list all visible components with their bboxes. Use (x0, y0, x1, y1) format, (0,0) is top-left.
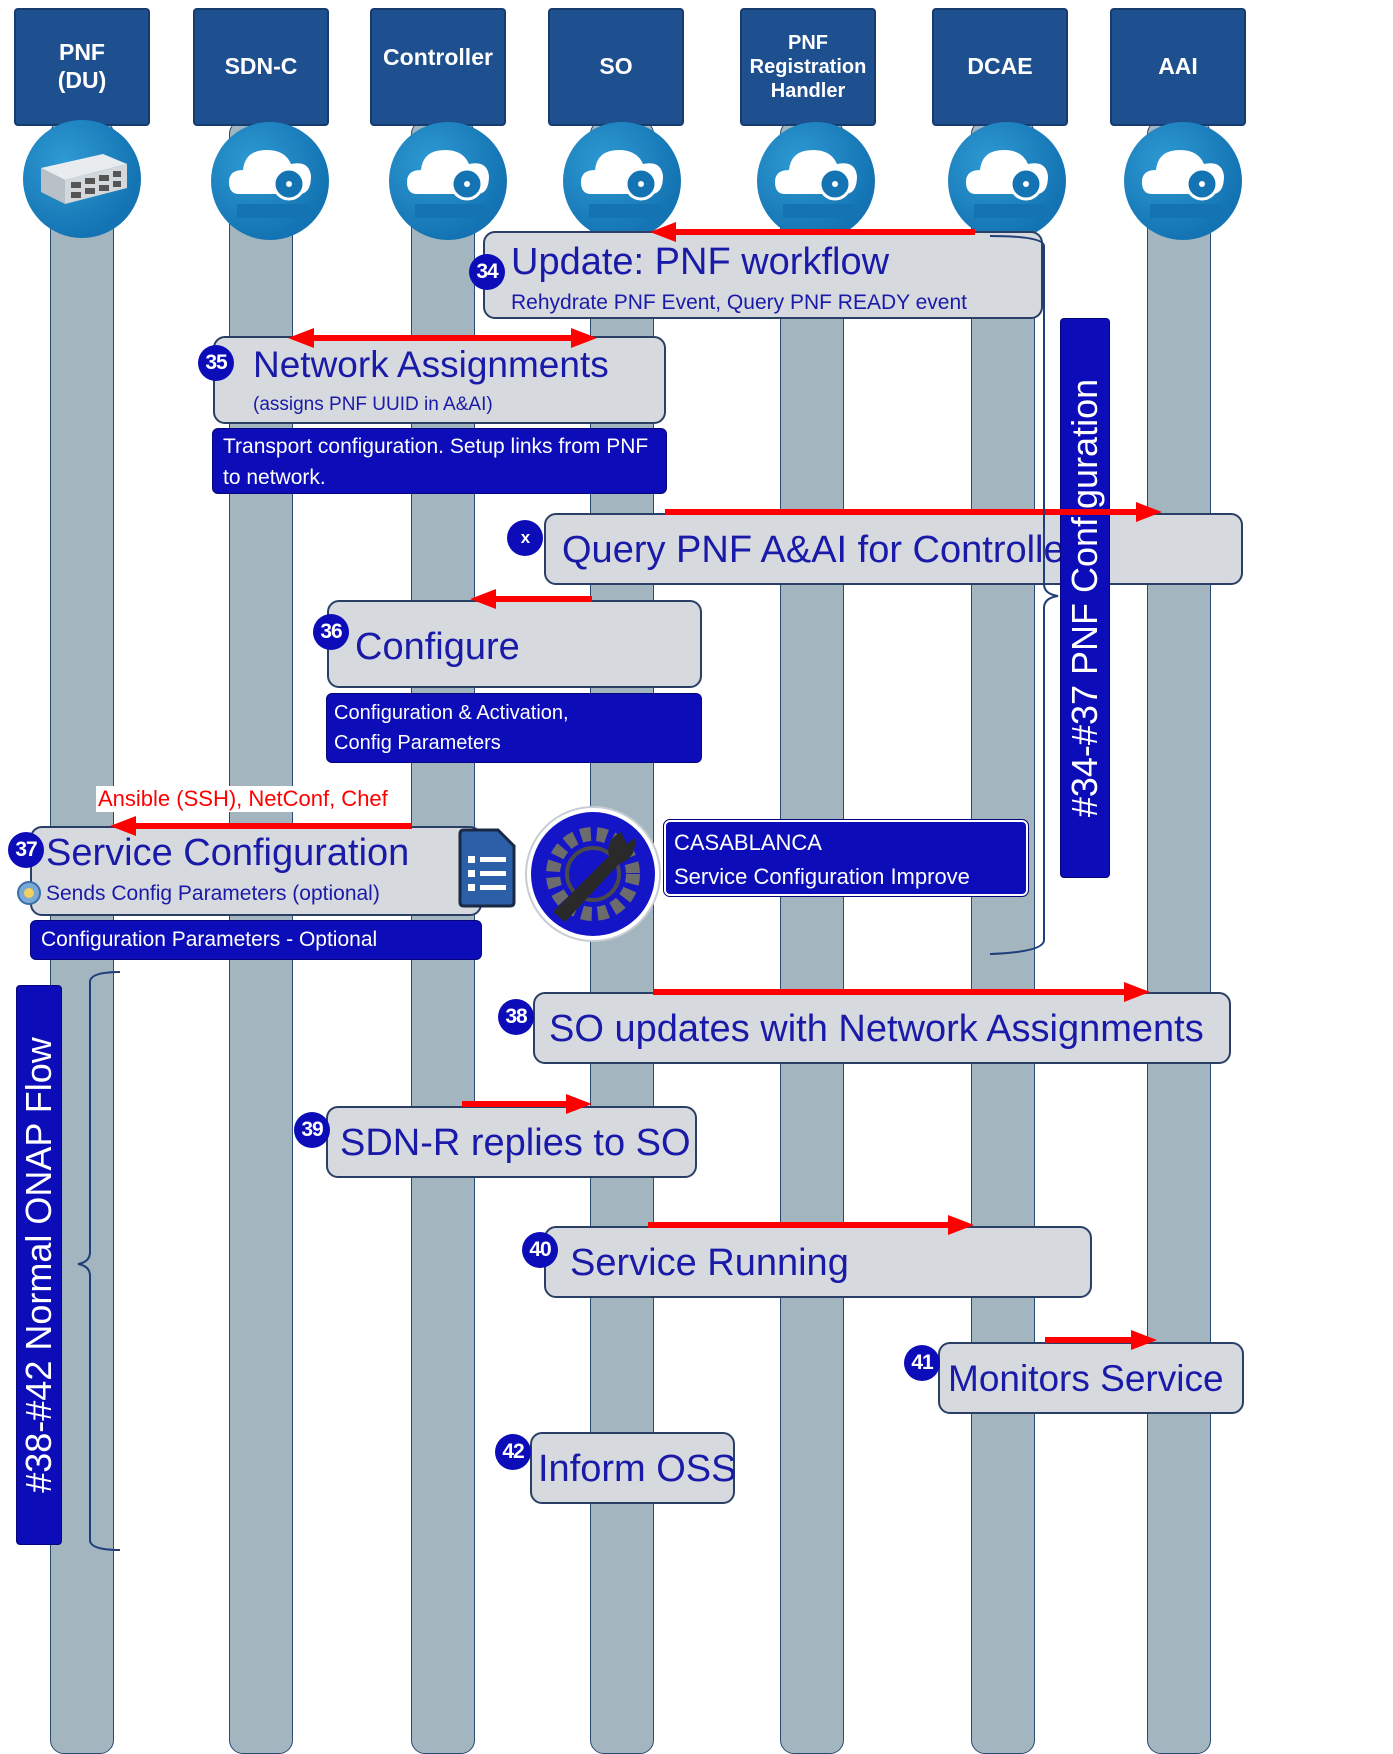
lane-prh (780, 120, 844, 1754)
header-prh: PNF Registration Handler (740, 8, 876, 126)
gear-icon (16, 880, 42, 910)
document-list-icon (456, 828, 518, 912)
step-42-badge: 42 (495, 1434, 531, 1470)
step-42-title: Inform OSS (538, 1448, 737, 1490)
step-41-badge: 41 (904, 1345, 940, 1381)
normal-onap-flow-label: #38-#42 Normal ONAP Flow (16, 985, 62, 1545)
step-40-title: Service Running (570, 1242, 849, 1284)
step-38-badge: 38 (498, 999, 534, 1035)
step-42-box: Inform OSS (530, 1432, 737, 1504)
step-x-box: Query PNF A&AI for Controller (544, 513, 1243, 585)
step-34-subtitle: Rehydrate PNF Event, Query PNF READY eve… (511, 291, 967, 314)
step-35-box: Network Assignments (assigns PNF UUID in… (213, 336, 666, 424)
step-36-note: Configuration & Activation, Config Param… (326, 693, 702, 763)
casablanca-note: CASABLANCA Service Configuration Improve (663, 819, 1029, 897)
header-controller: Controller (370, 8, 506, 126)
step-37-subtitle: Sends Config Parameters (optional) (46, 882, 380, 905)
step-37-protocols: Ansible (SSH), NetConf, Chef (96, 786, 390, 812)
pnf-configuration-label: #34-#37 PNF Configuration (1060, 318, 1110, 878)
header-aai: AAI (1110, 8, 1246, 126)
step-35-subtitle: (assigns PNF UUID in A&AI) (253, 394, 493, 415)
cloud-glyphs (227, 148, 1226, 220)
step-39-title: SDN-R replies to SO (340, 1122, 691, 1164)
step-34-title: Update: PNF workflow (511, 241, 890, 283)
step-37-title: Service Configuration (46, 832, 410, 874)
step-37-box: Service Configuration Sends Config Param… (30, 826, 482, 916)
header-sdnc: SDN-C (193, 8, 329, 126)
step-39-box: SDN-R replies to SO (326, 1106, 697, 1178)
step-36-title: Configure (355, 626, 520, 668)
step-39-badge: 39 (294, 1112, 330, 1148)
step-36-box: Configure (327, 600, 702, 688)
step-x-title: Query PNF A&AI for Controller (562, 529, 1078, 571)
onap-cloud-icon (757, 122, 875, 240)
step-35-title: Network Assignments (253, 344, 609, 385)
step-35-note: Transport configuration. Setup links fro… (212, 428, 667, 494)
header-so: SO (548, 8, 684, 126)
step-41-title: Monitors Service (948, 1358, 1224, 1399)
lane-dcae (971, 120, 1035, 1754)
onap-cloud-icon (211, 122, 329, 240)
lane-aai (1147, 120, 1211, 1754)
step-36-badge: 36 (313, 614, 349, 650)
step-38-title: SO updates with Network Assignments (549, 1008, 1204, 1050)
step-40-badge: 40 (522, 1232, 558, 1268)
server-icon (23, 120, 141, 238)
step-37-badge: 37 (8, 832, 44, 868)
wrench-gear-icon (523, 804, 663, 948)
onap-cloud-icon (1124, 122, 1242, 240)
onap-cloud-icon (948, 122, 1066, 240)
step-34-box: Update: PNF workflow Rehydrate PNF Event… (483, 231, 1043, 319)
step-34-badge: 34 (469, 254, 505, 290)
onap-cloud-icon (563, 122, 681, 240)
onap-cloud-icon (389, 122, 507, 240)
step-x-badge: x (507, 520, 543, 556)
step-41-box: Monitors Service (938, 1342, 1244, 1414)
step-38-box: SO updates with Network Assignments (533, 992, 1231, 1064)
header-pnf: PNF (DU) (14, 8, 150, 126)
step-37-note: Configuration Parameters - Optional (30, 920, 482, 960)
step-40-box: Service Running (544, 1226, 1092, 1298)
header-dcae: DCAE (932, 8, 1068, 126)
step-35-badge: 35 (198, 345, 234, 381)
